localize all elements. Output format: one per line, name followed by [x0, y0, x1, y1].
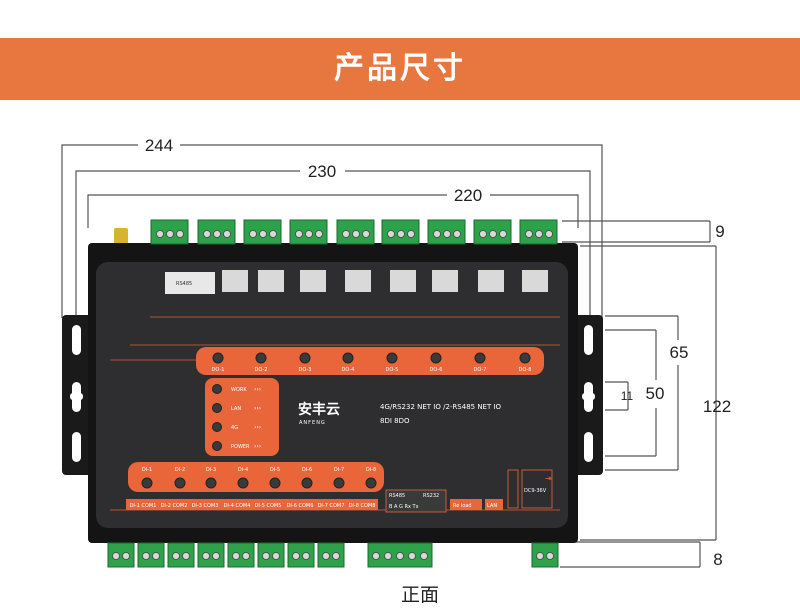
view-caption: 正面 [400, 584, 439, 606]
bottom-terminal-screws [112, 552, 554, 560]
dim-244: 244 [145, 136, 173, 155]
do-label-5: DO-5 [386, 367, 399, 373]
di-led-3 [205, 477, 217, 489]
svg-text:›››: ››› [254, 386, 261, 393]
do-label-1: DO-1 [212, 367, 225, 373]
di-led-6 [301, 477, 313, 489]
brand-latin: ANFENG [299, 420, 326, 426]
antenna-connector [114, 228, 128, 246]
power-led [212, 441, 222, 451]
do-led-7 [474, 352, 486, 364]
4g-led [212, 422, 222, 432]
di-led-7 [333, 477, 345, 489]
dim-230: 230 [308, 162, 336, 181]
di-led-2 [174, 477, 186, 489]
svg-text:RS485: RS485 [389, 493, 405, 499]
do-label-4: DO-4 [342, 367, 355, 373]
com-label-6: DI-6 COM6 [287, 503, 314, 509]
dim-65: 65 [670, 343, 689, 362]
di-label-7: DI-7 [334, 467, 344, 473]
left-mounting-bracket [62, 315, 92, 475]
status-work: WORK [231, 387, 247, 393]
right-mounting-bracket [573, 315, 603, 475]
svg-text:›››: ››› [254, 405, 261, 412]
svg-text:RS485: RS485 [176, 281, 192, 287]
dim-50: 50 [646, 384, 665, 403]
do-led-6 [430, 352, 442, 364]
brand-logo: 安丰云 [298, 401, 340, 418]
do-label-3: DO-3 [299, 367, 312, 373]
serial-port-label [385, 489, 447, 513]
di-led-strip [128, 462, 384, 492]
work-led [212, 384, 222, 394]
dimension-lines [61, 144, 717, 568]
do-led-3 [299, 352, 311, 364]
device-faceplate [96, 262, 568, 528]
di-led-1 [141, 477, 153, 489]
do-led-1 [212, 352, 224, 364]
do-label-8: DO-8 [519, 367, 532, 373]
di-label-4: DI-4 [238, 467, 248, 473]
status-4g: 4G [231, 425, 238, 431]
svg-text:RS232: RS232 [423, 493, 439, 499]
status-lan: LAN [231, 406, 241, 412]
status-power: POWER [231, 444, 250, 450]
dim-220: 220 [454, 186, 482, 205]
svg-text:LAN: LAN [487, 503, 497, 509]
svg-text:⇥: ⇥ [545, 474, 552, 483]
di-label-8: DI-8 [366, 467, 376, 473]
relay-module [165, 272, 215, 294]
do-led-4 [342, 352, 354, 364]
do-label-7: DO-7 [474, 367, 487, 373]
com-label-8: DI-8 COM8 [349, 503, 376, 509]
svg-text:Re load: Re load [453, 503, 472, 509]
dim-11: 11 [621, 389, 634, 403]
do-led-8 [519, 352, 531, 364]
com-label-1: DI-1 COM1 [130, 503, 157, 509]
do-led-2 [255, 352, 267, 364]
sim-slot [507, 469, 519, 509]
com-label-5: DI-5 COM5 [255, 503, 282, 509]
di-label-1: DI-1 [142, 467, 152, 473]
reload-button-label [450, 499, 482, 510]
power-port-label [521, 469, 553, 509]
model-line-1: 4G/RS232 NET IO /2-RS485 NET IO [380, 403, 502, 411]
svg-text:›››: ››› [254, 424, 261, 431]
do-label-6: DO-6 [430, 367, 443, 373]
di-label-3: DI-3 [206, 467, 216, 473]
relay-blocks [222, 270, 548, 292]
com-label-row [126, 499, 378, 510]
status-led-panel [205, 378, 279, 456]
svg-text:B A G Rx Tx: B A G Rx Tx [389, 504, 419, 510]
do-led-5 [386, 352, 398, 364]
do-led-strip [196, 347, 544, 375]
svg-text:DC9-36V: DC9-36V [524, 488, 547, 494]
com-label-3: DI-3 COM3 [192, 503, 219, 509]
lan-port-label [485, 499, 503, 510]
top-terminal-screws [156, 230, 553, 238]
page-title: 产品尺寸 [334, 51, 466, 86]
com-label-4: DI-4 COM4 [224, 503, 251, 509]
di-led-5 [269, 477, 281, 489]
model-line-2: 8DI 8DO [380, 417, 410, 425]
do-label-2: DO-2 [255, 367, 268, 373]
header-banner [0, 38, 800, 100]
dim-8: 8 [713, 550, 722, 569]
dim-122: 122 [703, 397, 731, 416]
di-label-6: DI-6 [302, 467, 312, 473]
di-led-8 [365, 477, 377, 489]
svg-text:›››: ››› [254, 443, 261, 450]
di-led-4 [237, 477, 249, 489]
lan-led [212, 403, 222, 413]
dim-9: 9 [715, 222, 724, 241]
com-label-2: DI-2 COM2 [161, 503, 188, 509]
di-label-5: DI-5 [270, 467, 280, 473]
com-label-7: DI-7 COM7 [318, 503, 345, 509]
di-label-2: DI-2 [175, 467, 185, 473]
